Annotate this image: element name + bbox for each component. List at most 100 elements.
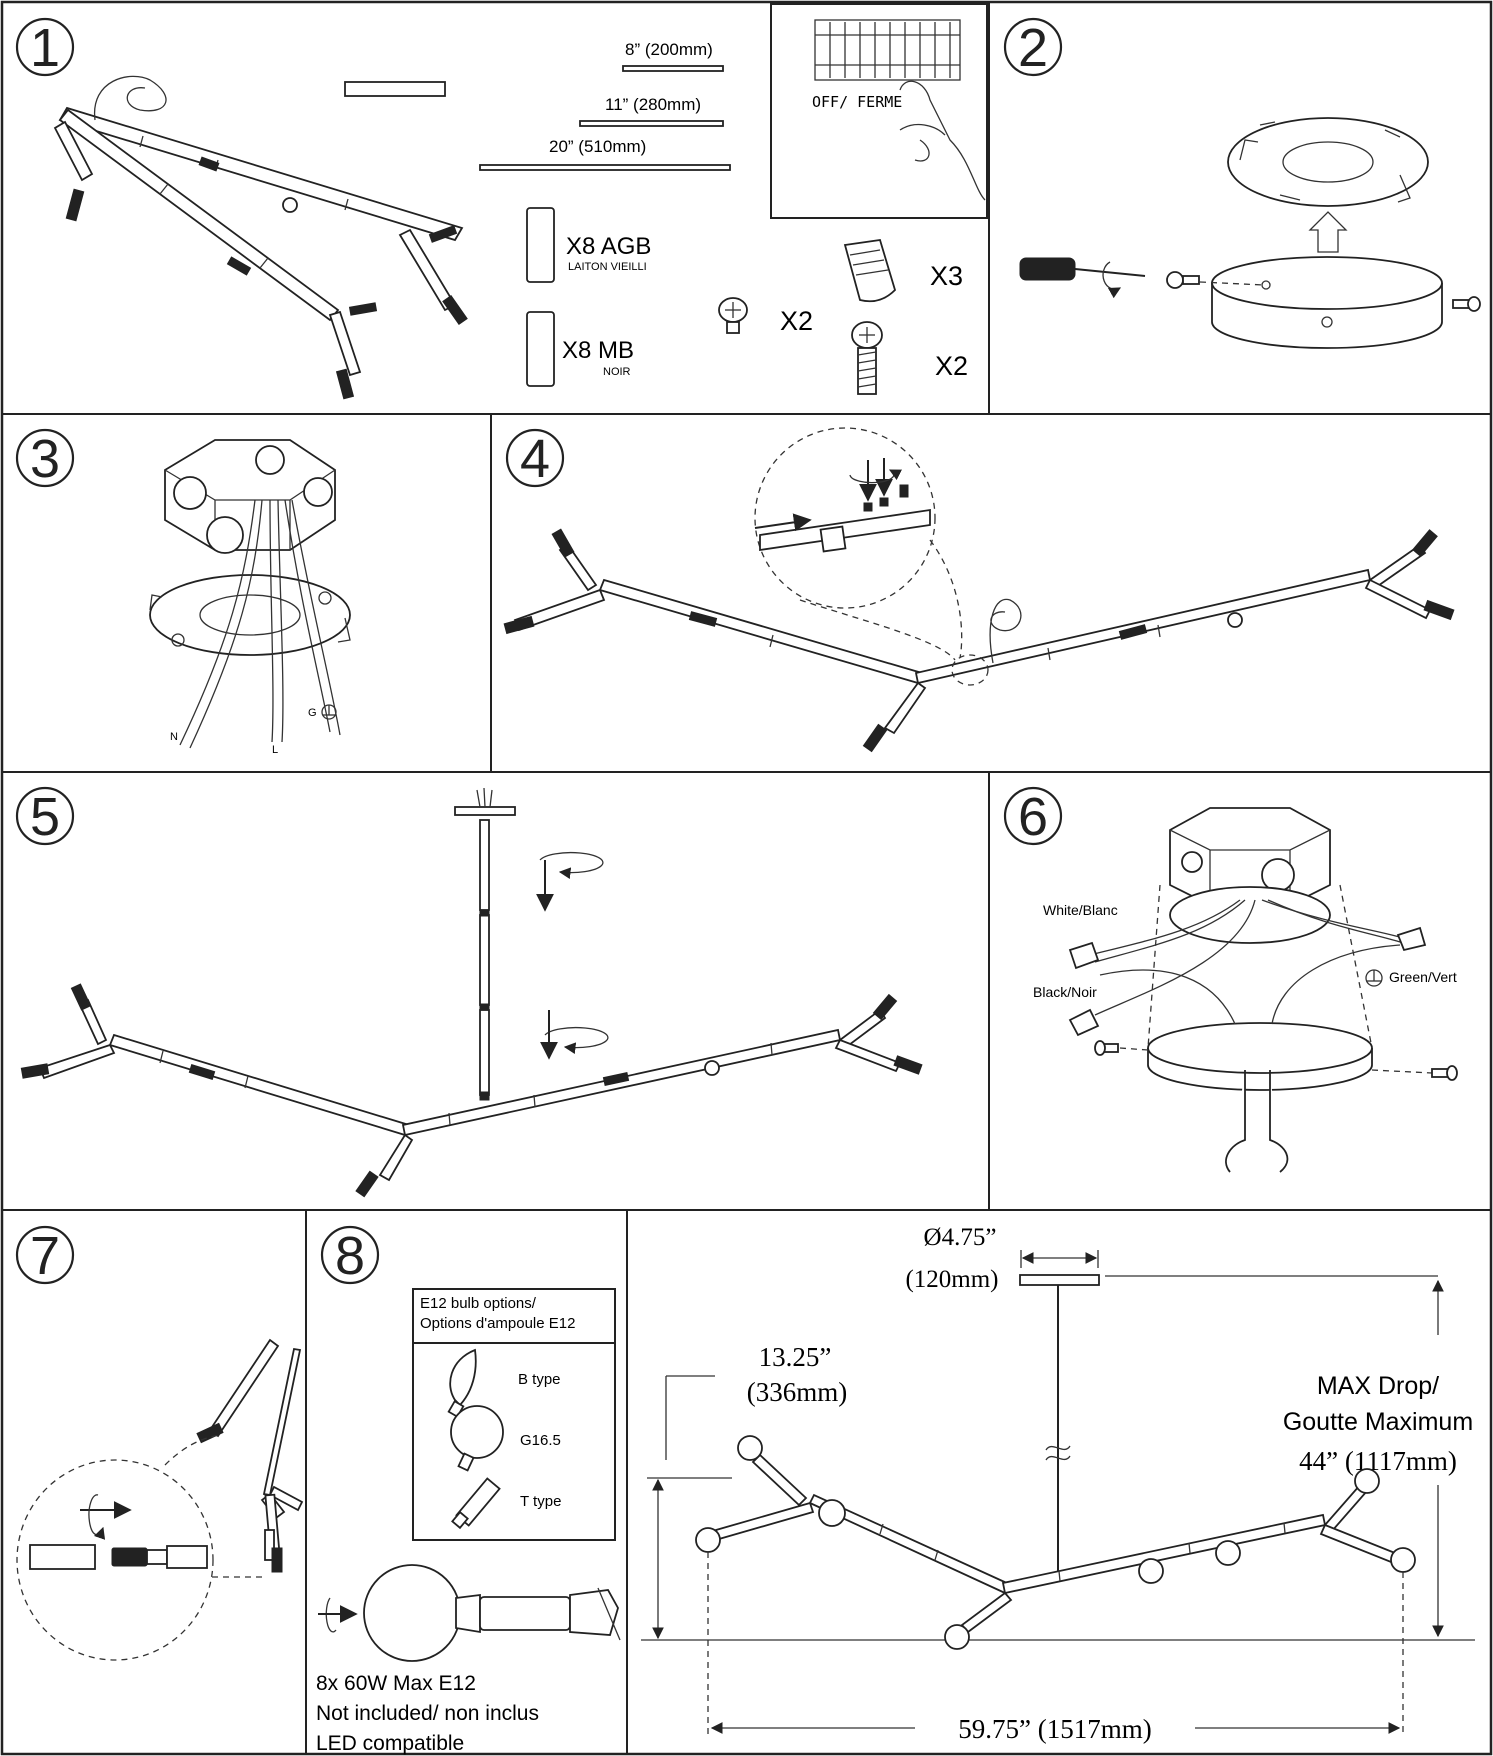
rod-8in xyxy=(622,65,724,72)
b-type-label: B type xyxy=(518,1371,561,1388)
wire-nut-icon-6b xyxy=(1068,1008,1100,1037)
height-dimension-mm: (336mm) xyxy=(747,1377,848,1407)
svg-text:4: 4 xyxy=(520,429,550,489)
detail-leader xyxy=(799,539,963,661)
step-number-2: 2 xyxy=(1003,17,1063,78)
arm-illustration-7 xyxy=(196,1338,304,1573)
canopy-plate xyxy=(454,787,516,816)
svg-text:1: 1 xyxy=(30,18,60,78)
fixture-frame-illustration xyxy=(53,75,468,400)
rotate-arrow-icon-2 xyxy=(540,1010,609,1060)
dimensions-panel: Ø4.75” (120mm) 13.25” (336mm) MAX Drop/ … xyxy=(641,1224,1475,1744)
wire-nut-icon-6a xyxy=(1068,941,1100,970)
rotate-arrow-icon xyxy=(536,851,604,912)
screw-guide-6a xyxy=(1119,1047,1149,1051)
svg-text:2: 2 xyxy=(1018,18,1048,78)
bulb-box-title-1: E12 bulb options/ xyxy=(420,1295,537,1312)
wire-nut-icon: X3 xyxy=(843,238,963,303)
svg-text:5: 5 xyxy=(30,787,60,847)
step-number-4: 4 xyxy=(505,428,565,489)
step3-panel: N L G xyxy=(149,439,351,756)
t-type-bulb-icon xyxy=(451,1477,501,1530)
coupler-detail xyxy=(754,458,931,553)
canopy-diameter-mm: (120mm) xyxy=(905,1266,998,1293)
ground-icon xyxy=(321,704,337,720)
screw-icon xyxy=(1166,271,1200,289)
step-number-6: 6 xyxy=(1003,786,1063,847)
bulb-note-3: LED compatible xyxy=(316,1732,464,1755)
finial-agb: X8 AGB LAITON VIEILLI xyxy=(526,207,651,283)
svg-text:6: 6 xyxy=(1018,787,1048,847)
wire-nut-icon-6c xyxy=(1396,926,1427,952)
downrod-assembly xyxy=(479,819,490,1101)
switch-off-label: OFF/ FERME xyxy=(812,93,902,111)
width-dimension: 59.75” (1517mm) xyxy=(958,1714,1151,1744)
bulb-note-2: Not included/ non inclus xyxy=(316,1702,539,1725)
rod-length-11in: 11” (280mm) xyxy=(605,95,701,114)
up-arrow-icon xyxy=(1308,211,1348,253)
canopy-illustration xyxy=(1211,256,1443,349)
g16-bulb-icon xyxy=(450,1405,504,1472)
step2-panel xyxy=(1019,117,1481,349)
max-drop-label-1: MAX Drop/ xyxy=(1317,1372,1439,1400)
socket-detail xyxy=(29,1494,208,1570)
g16-label: G16.5 xyxy=(520,1432,561,1449)
screw-guide-6b xyxy=(1371,1069,1433,1074)
screw-icon-6b xyxy=(1431,1065,1458,1081)
screw-icon-6a xyxy=(1094,1040,1119,1056)
t-type-label: T type xyxy=(520,1493,561,1510)
step-number-8: 8 xyxy=(320,1225,380,1286)
ground-label: G xyxy=(308,707,317,719)
black-wire-label: Black/Noir xyxy=(1033,984,1097,1000)
fixture-frame-illustration-4 xyxy=(503,528,1455,753)
bulb-options-box: E12 bulb options/ Options d'ampoule E12 … xyxy=(412,1288,616,1541)
detail-circle-7 xyxy=(16,1459,214,1661)
white-wire-label: White/Blanc xyxy=(1043,902,1118,918)
max-drop-value: 44” (1117mm) xyxy=(1299,1446,1457,1476)
line-label: L xyxy=(272,744,278,756)
neutral-label: N xyxy=(170,731,178,743)
step-number-1: 1 xyxy=(15,17,75,78)
svg-text:3: 3 xyxy=(30,429,60,489)
finial-mb: X8 MB NOIR xyxy=(526,311,634,387)
rods-group: 8” (200mm) 11” (280mm) 20” (510mm) xyxy=(479,40,731,171)
rod-length-8in: 8” (200mm) xyxy=(625,40,713,59)
bracket-illustration xyxy=(149,574,351,656)
canopy-illustration-6 xyxy=(1147,1022,1373,1173)
guide-lines-6 xyxy=(1147,884,1373,1049)
screwdriver-icon xyxy=(1019,257,1146,299)
breaker-off-illustration: OFF/ FERME xyxy=(770,3,988,219)
large-screw-icon: X2 xyxy=(851,321,968,395)
screw-icon-right xyxy=(1452,296,1481,312)
detail-circle-large xyxy=(754,427,936,609)
rod-length-20in: 20” (510mm) xyxy=(549,137,646,156)
step5-panel xyxy=(20,787,923,1198)
finial-mb-name: NOIR xyxy=(603,366,631,378)
finial-agb-qty: X8 AGB xyxy=(566,233,651,260)
small-screw-icon: X2 xyxy=(718,297,813,336)
step-number-7: 7 xyxy=(15,1225,75,1286)
height-dimension: 13.25” xyxy=(759,1342,832,1372)
small-screw-qty: X2 xyxy=(780,306,813,336)
step4-panel xyxy=(503,427,1455,753)
canopy-plate-dim xyxy=(1019,1274,1100,1286)
rod-20in xyxy=(479,164,731,171)
step8-panel: E12 bulb options/ Options d'ampoule E12 … xyxy=(316,1288,621,1755)
detail-leader-7 xyxy=(164,1434,221,1466)
large-screw-qty: X2 xyxy=(935,351,968,381)
finial-mb-qty: X8 MB xyxy=(562,337,634,364)
mounting-bracket-illustration xyxy=(1227,117,1429,207)
max-drop-label-2: Goutte Maximum xyxy=(1283,1408,1473,1436)
junction-box-illustration xyxy=(164,439,336,554)
bulb-box-title-2: Options d'ampoule E12 xyxy=(420,1315,575,1332)
step-number-3: 3 xyxy=(15,428,75,489)
step6-panel: White/Blanc Black/Noir Green/Vert xyxy=(1033,807,1458,1173)
step1-panel: 8” (200mm) 11” (280mm) 20” (510mm) OFF/ … xyxy=(53,3,988,400)
wire-nut-qty: X3 xyxy=(930,261,963,291)
rod-11in xyxy=(579,120,724,127)
coupler-illustration xyxy=(344,81,446,97)
canopy-width-dimension xyxy=(1020,1250,1099,1268)
step-number-5: 5 xyxy=(15,786,75,847)
